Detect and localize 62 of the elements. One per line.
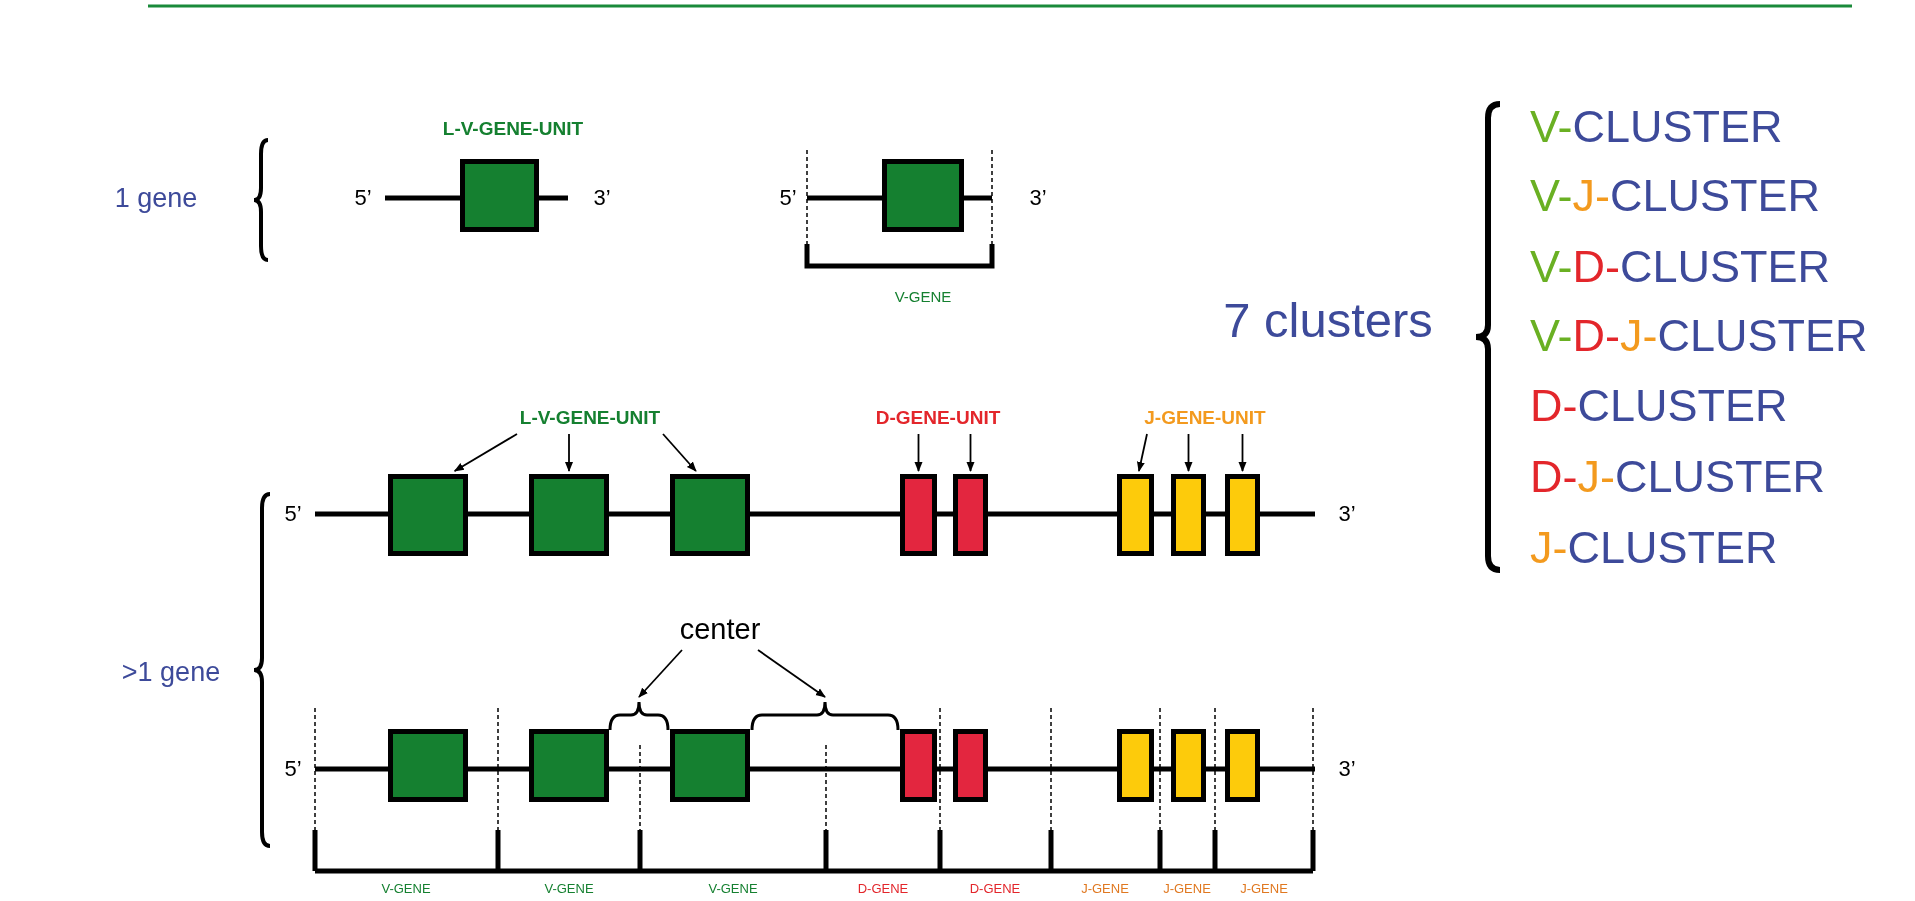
gene-segment-box — [900, 729, 937, 802]
cluster-type-label: V-D-J-CLUSTER — [1530, 312, 1868, 358]
gene-segment-box — [670, 729, 750, 802]
cluster-type-label: V-CLUSTER — [1530, 103, 1783, 149]
group-label: >1 gene — [121, 658, 221, 686]
cluster-type-label: V-D-CLUSTER — [1530, 243, 1831, 289]
arrow — [565, 433, 573, 472]
gene-span-label: V-GENE — [544, 881, 594, 895]
cluster-type-label: D-J-CLUSTER — [1530, 453, 1826, 499]
cluster-type-label: V-J-CLUSTER — [1530, 172, 1821, 218]
gene-segment-box — [953, 729, 988, 802]
strand-end-label: 5’ — [284, 503, 302, 525]
gene-segment-box — [1225, 474, 1260, 556]
strand-end-label: 3’ — [1338, 503, 1356, 525]
gene-segment-box — [900, 474, 937, 556]
gene-segment-box — [460, 159, 539, 232]
arrow — [914, 433, 923, 472]
callout-label: center — [670, 612, 770, 646]
strand-end-label: 5’ — [779, 187, 797, 209]
gene-span-label: V-GENE — [381, 881, 431, 895]
arrow — [453, 433, 518, 472]
strand-end-label: 3’ — [593, 187, 611, 209]
gene-unit-label: J-GENE-UNIT — [1135, 406, 1275, 430]
gene-unit-label: D-GENE-UNIT — [868, 406, 1008, 430]
curly-brace — [750, 700, 900, 730]
arrow — [1136, 433, 1148, 472]
gene-segment-box — [388, 474, 468, 556]
gene-segment-box — [1225, 729, 1260, 802]
gene-segment-box — [1171, 474, 1206, 556]
arrow — [1238, 433, 1247, 472]
gene-segment-box — [1117, 474, 1154, 556]
gene-span-label: J-GENE — [1240, 881, 1288, 895]
gene-segment-box — [1171, 729, 1206, 802]
gene-span-label: D-GENE — [857, 881, 909, 895]
gene-segment-box — [670, 474, 750, 556]
gene-span-label: J-GENE — [1163, 881, 1211, 895]
gene-segment-box — [1117, 729, 1154, 802]
arrow — [966, 433, 975, 472]
gene-span-label: V-GENE — [708, 881, 758, 895]
gene-segment-box — [388, 729, 468, 802]
gene-segment-box — [882, 159, 964, 232]
gene-segment-box — [529, 474, 609, 556]
strand-end-label: 5’ — [354, 187, 372, 209]
gene-span-label: J-GENE — [1081, 881, 1129, 895]
strand-end-label: 5’ — [284, 758, 302, 780]
arrow — [1184, 433, 1193, 472]
arrow — [662, 433, 697, 472]
cluster-count-label: 7 clusters — [1223, 295, 1433, 345]
strand-end-label: 3’ — [1029, 187, 1047, 209]
gene-span-label: D-GENE — [969, 881, 1021, 895]
curly-brace — [608, 700, 670, 730]
gene-unit-label: L-V-GENE-UNIT — [505, 406, 675, 430]
gene-span-label: V-GENE — [894, 288, 952, 304]
arrow — [638, 649, 683, 698]
gene-segment-box — [953, 474, 988, 556]
cluster-type-label: D-CLUSTER — [1530, 382, 1788, 428]
arrow — [757, 649, 826, 698]
strand-end-label: 3’ — [1338, 758, 1356, 780]
gene-segment-box — [529, 729, 609, 802]
gene-unit-label: L-V-GENE-UNIT — [442, 118, 584, 138]
group-label: 1 gene — [114, 184, 198, 212]
cluster-type-label: J-CLUSTER — [1530, 524, 1778, 570]
